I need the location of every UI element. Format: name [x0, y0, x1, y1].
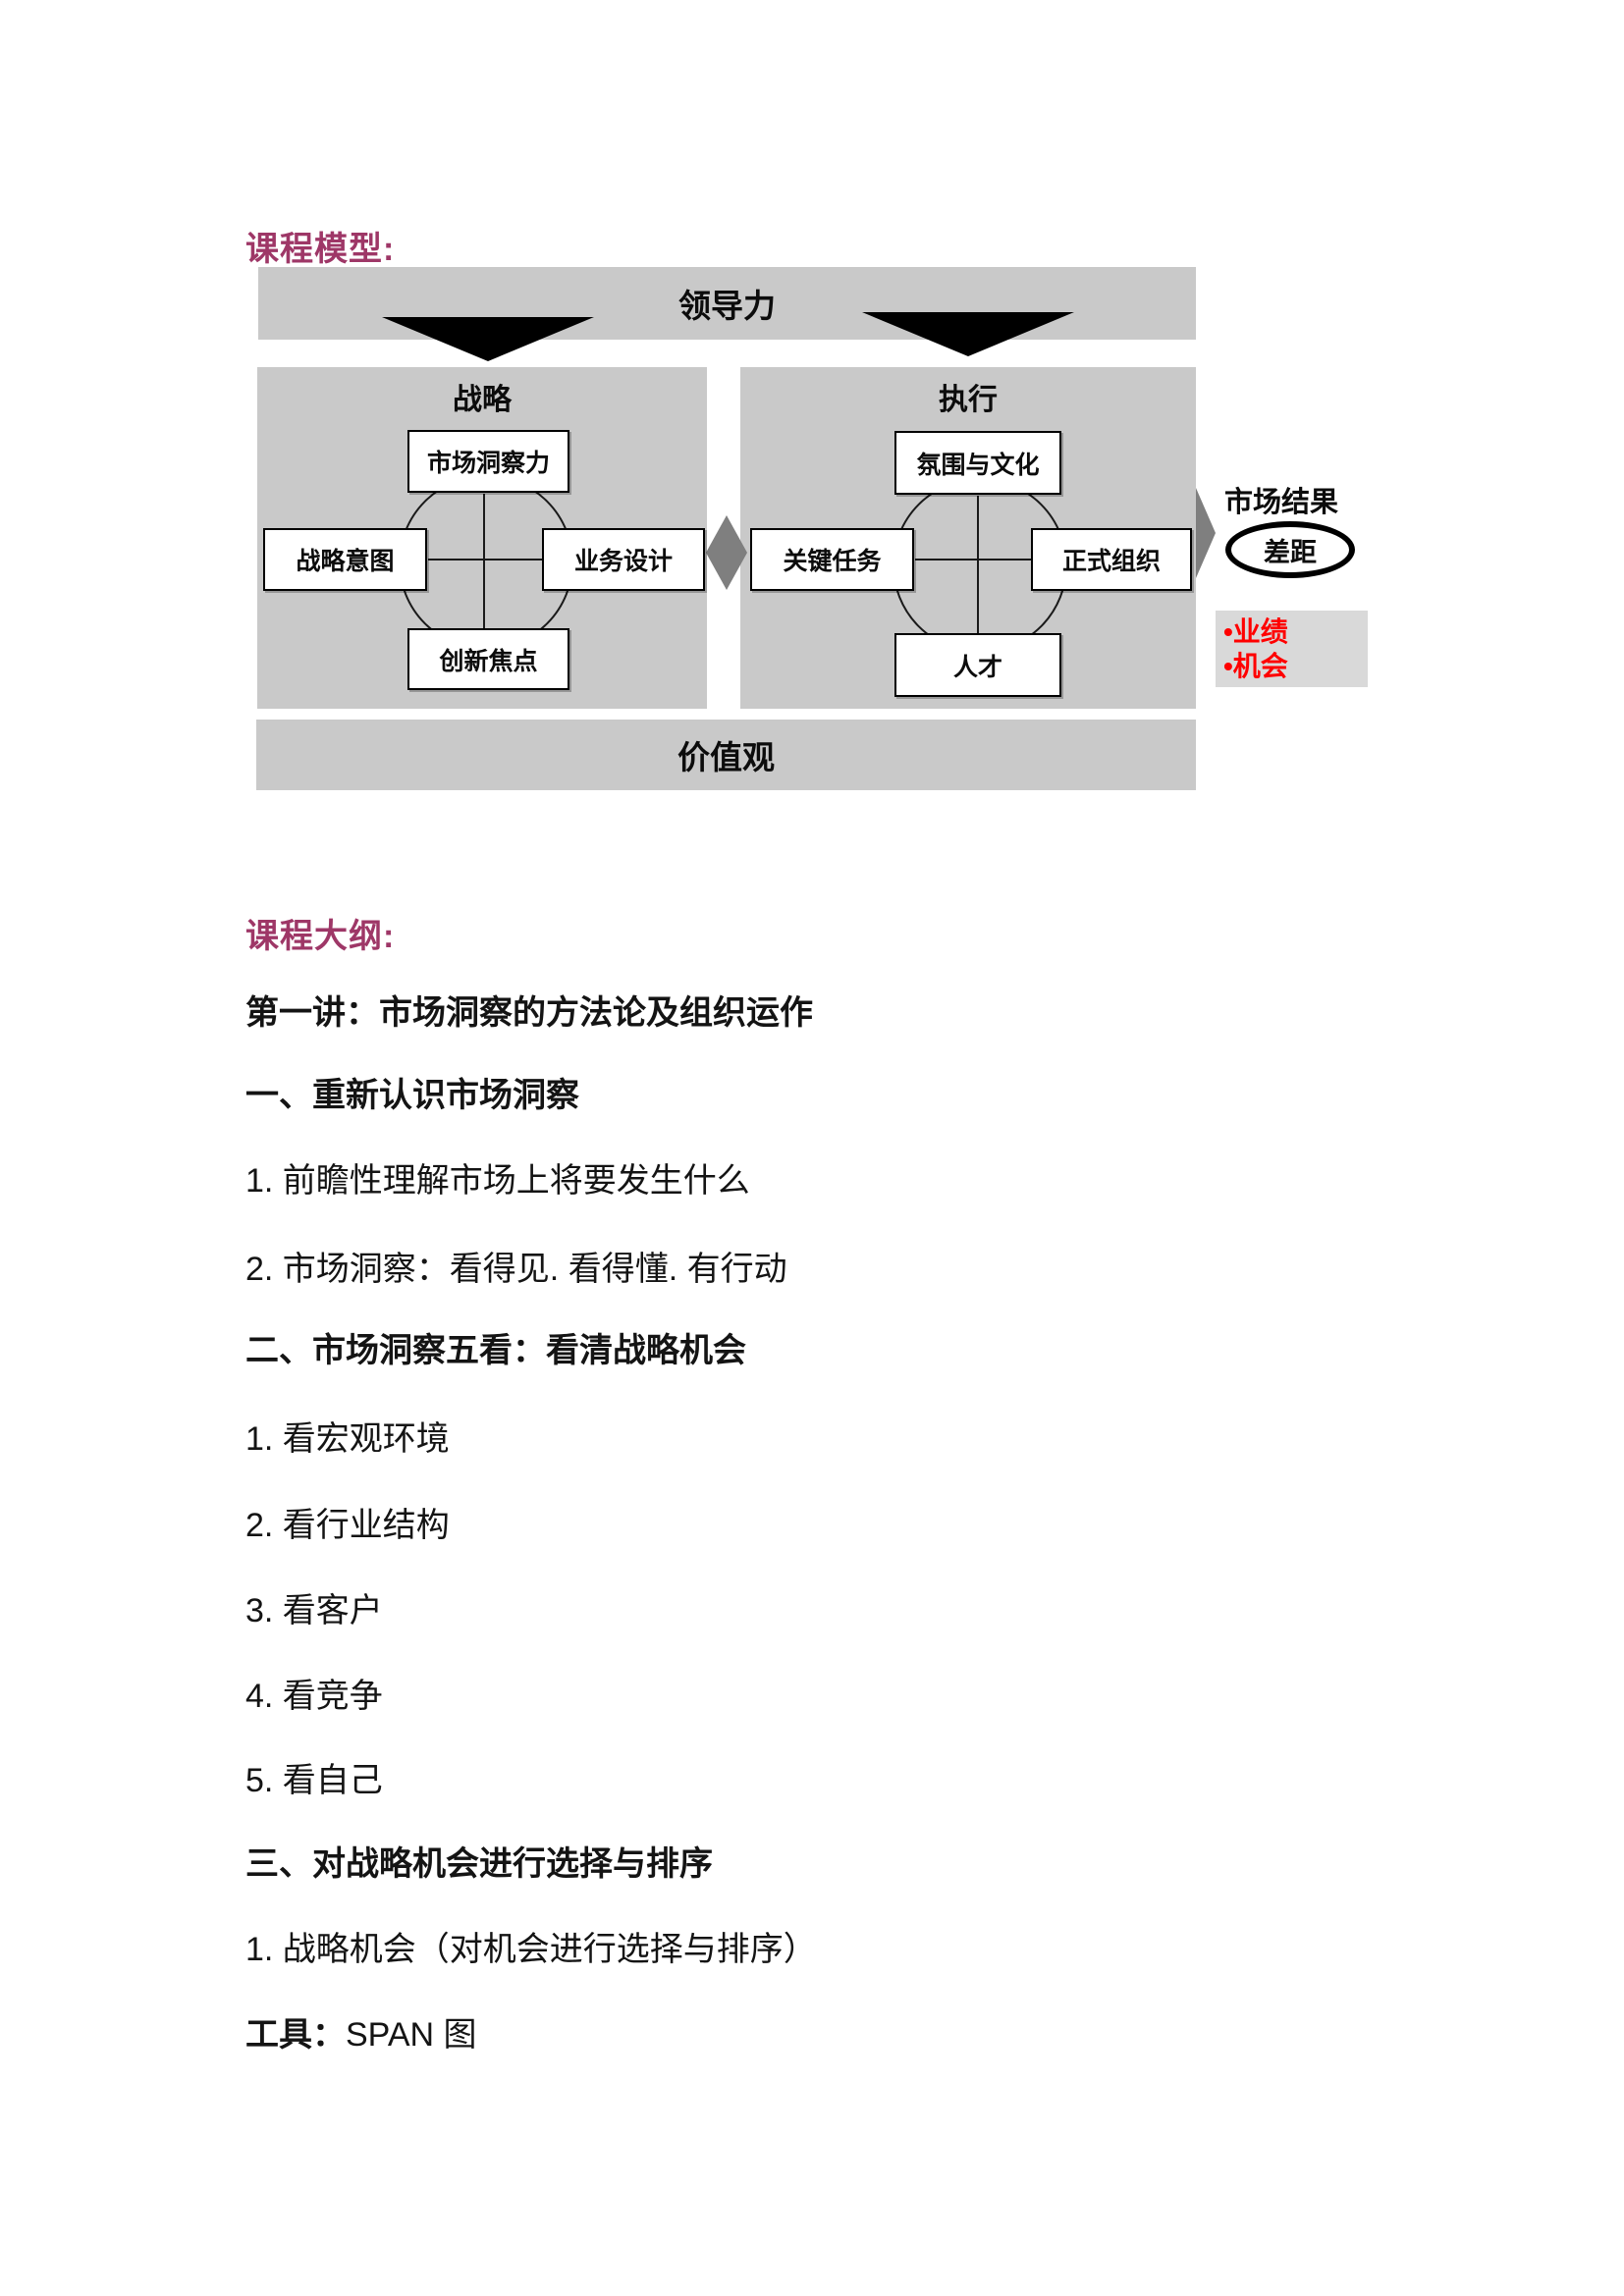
box-key-tasks: 关键任务 — [750, 528, 914, 591]
result-item-performance: •业绩 — [1223, 616, 1288, 647]
strategy-horizontal-line — [428, 559, 543, 561]
course-model-heading: 课程模型: — [245, 231, 396, 268]
outline-line: 4. 看竞争 — [245, 1678, 383, 1715]
values-band: 价值观 — [256, 720, 1196, 790]
course-outline-heading: 课程大纲: — [245, 918, 396, 955]
outline-line: 第一讲：市场洞察的方法论及组织运作 — [245, 994, 813, 1032]
strategy-vertical-line — [483, 494, 485, 628]
outline-line: 二、市场洞察五看：看清战略机会 — [245, 1332, 746, 1369]
tool-value: SPAN 图 — [346, 2016, 477, 2054]
gap-label: 差距 — [1264, 537, 1317, 567]
result-items-box: •业绩 •机会 — [1216, 611, 1368, 687]
outline-line: 1. 看宏观环境 — [245, 1420, 450, 1458]
execution-horizontal-line — [915, 559, 1031, 561]
values-label: 价值观 — [677, 739, 775, 775]
outline-line: 一、重新认识市场洞察 — [245, 1077, 579, 1114]
outline-tool-line: 工具：SPAN 图 — [245, 2015, 477, 2055]
box-talent: 人才 — [894, 633, 1061, 697]
down-triangle-right-icon — [862, 312, 1074, 356]
outline-line: 2. 看行业结构 — [245, 1507, 450, 1544]
outline-line: 5. 看自己 — [245, 1762, 383, 1799]
box-innovation-focus: 创新焦点 — [407, 628, 569, 690]
outline-line: 三、对战略机会进行选择与排序 — [245, 1845, 713, 1883]
outline-line: 3. 看客户 — [245, 1592, 383, 1629]
box-business-design: 业务设计 — [542, 528, 705, 591]
box-culture: 氛围与文化 — [894, 431, 1061, 495]
execution-title: 执行 — [939, 384, 998, 416]
strategy-title: 战略 — [453, 384, 512, 416]
outline-line: 1. 前瞻性理解市场上将要发生什么 — [245, 1162, 750, 1200]
outline-line: 1. 战略机会（对机会进行选择与排序） — [245, 1931, 817, 1968]
outline-line: 2. 市场洞察：看得见. 看得懂. 有行动 — [245, 1251, 787, 1288]
gap-ellipse: 差距 — [1225, 521, 1355, 578]
box-formal-org: 正式组织 — [1031, 528, 1192, 591]
box-market-insight: 市场洞察力 — [407, 430, 569, 493]
box-strategic-intent: 战略意图 — [263, 528, 427, 591]
tool-label: 工具： — [245, 2016, 346, 2054]
market-result-label: 市场结果 — [1224, 487, 1339, 518]
leadership-label: 领导力 — [678, 288, 776, 324]
down-triangle-left-icon — [382, 317, 594, 361]
result-item-opportunity: •机会 — [1223, 651, 1288, 681]
execution-vertical-line — [977, 496, 979, 633]
